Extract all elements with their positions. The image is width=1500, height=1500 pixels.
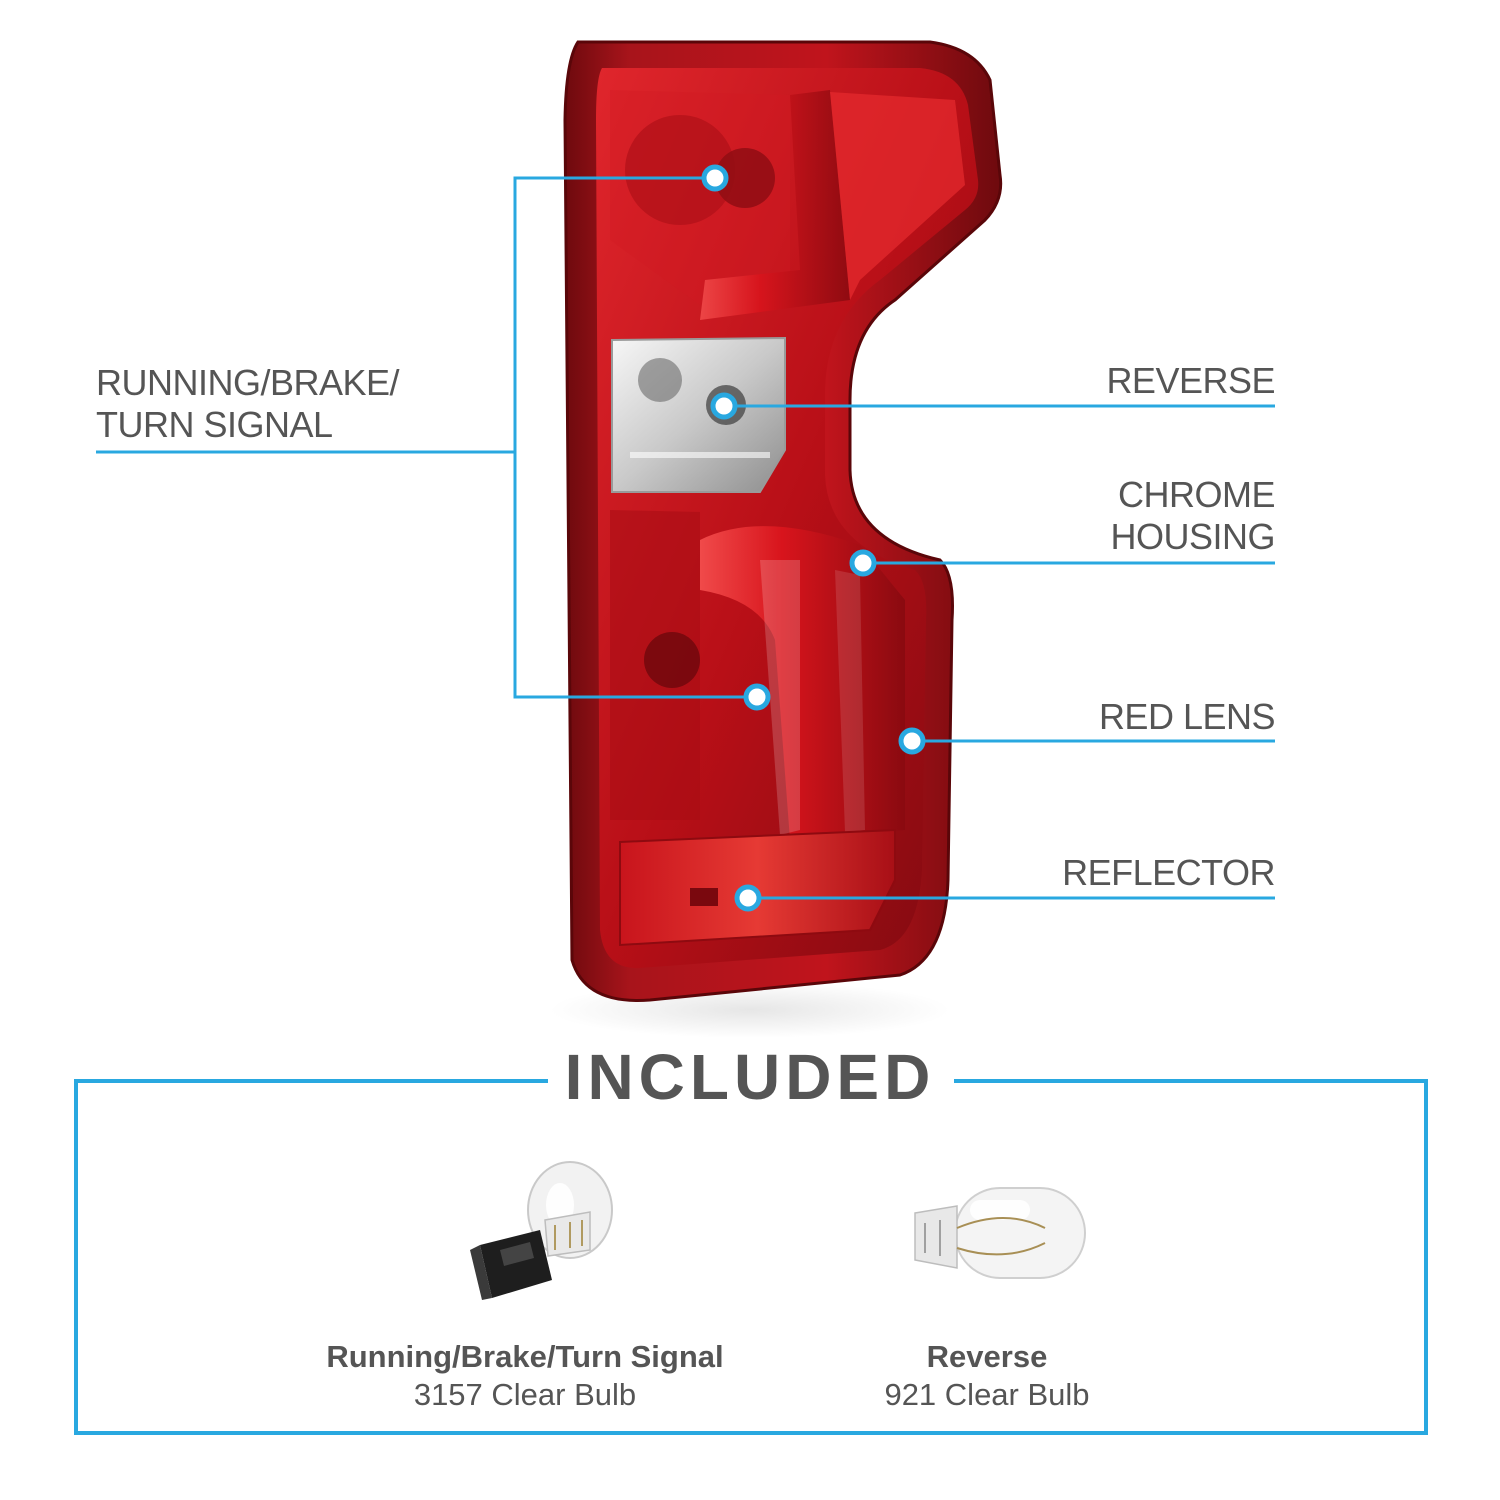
callout-reverse-label: REVERSE [1106, 360, 1275, 401]
callout-markers [701, 164, 926, 912]
callout-chrome-housing: CHROME HOUSING [975, 474, 1275, 558]
marker-running-top [701, 164, 729, 192]
callout-running-line2: TURN SIGNAL [96, 404, 333, 445]
bulb-921-image [914, 1187, 1086, 1279]
bulb-caption-921: Reverse 921 Clear Bulb [837, 1338, 1137, 1414]
marker-reverse [710, 392, 738, 420]
callout-reflector: REFLECTOR [975, 852, 1275, 894]
marker-reflector [734, 884, 762, 912]
bulb-3157-spec: 3157 Clear Bulb [413, 1377, 637, 1412]
bulb-3157-name: Running/Brake/Turn Signal [326, 1339, 724, 1374]
bulb-caption-3157: Running/Brake/Turn Signal 3157 Clear Bul… [275, 1338, 775, 1414]
callout-red-lens-label: RED LENS [1098, 696, 1276, 737]
callout-running-line1: RUNNING/BRAKE/ [96, 362, 400, 403]
callout-red-lens: RED LENS [975, 696, 1276, 738]
callout-chrome-line1: CHROME [1118, 474, 1276, 515]
bulb-921-spec: 921 Clear Bulb [884, 1377, 1090, 1412]
callout-chrome-line2: HOUSING [1110, 516, 1275, 557]
callout-reverse: REVERSE [975, 360, 1275, 402]
marker-running-bottom [743, 683, 771, 711]
bulb-3157-image [470, 1161, 613, 1300]
bulb-921-name: Reverse [926, 1339, 1048, 1374]
callout-reflector-label: REFLECTOR [1062, 852, 1275, 893]
included-title: INCLUDED [550, 1040, 950, 1114]
marker-red-lens [898, 727, 926, 755]
callout-running-brake-turn: RUNNING/BRAKE/ TURN SIGNAL [96, 362, 400, 446]
marker-chrome-housing [849, 549, 877, 577]
